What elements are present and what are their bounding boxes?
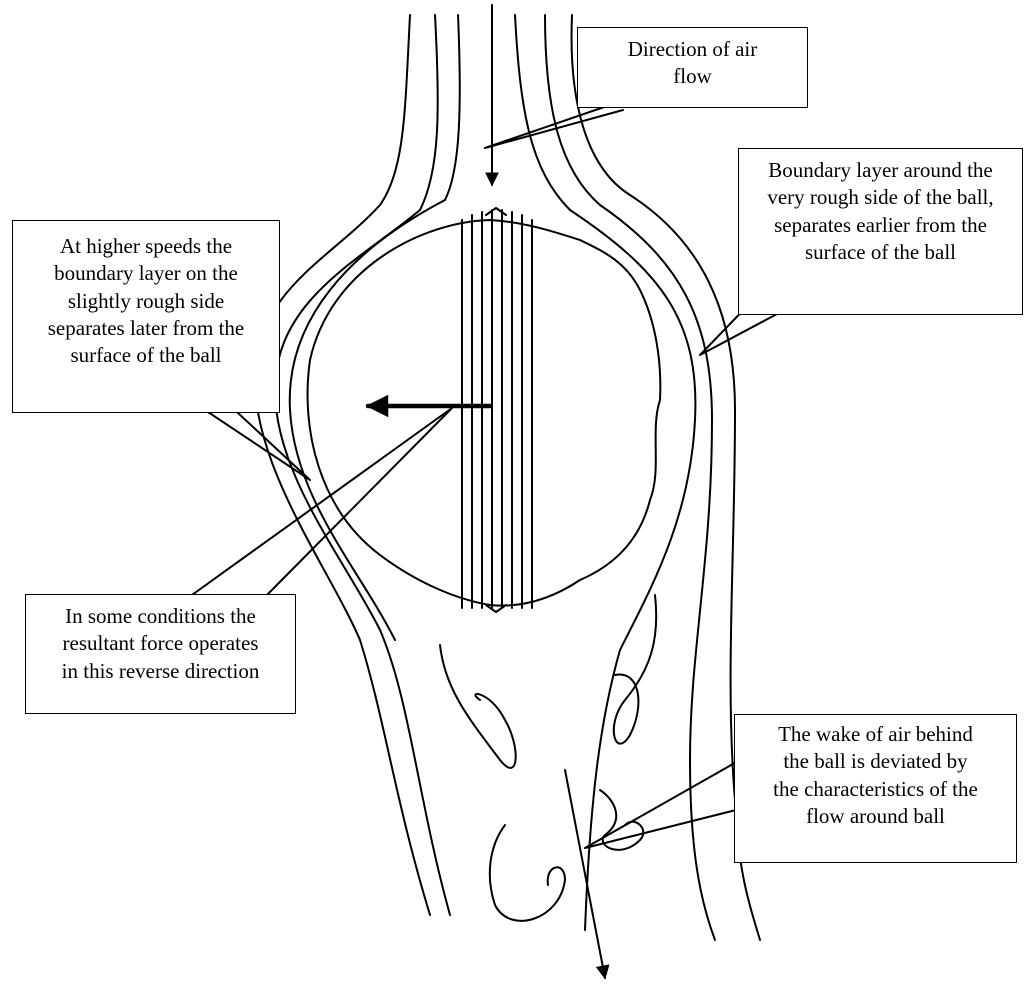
wake-eddy-3 — [490, 825, 565, 921]
callout-line: flow around ball — [741, 803, 1010, 830]
wake-callout-pointer — [585, 760, 740, 848]
wake-eddy-2 — [614, 595, 656, 744]
callout-line: Direction of air — [584, 36, 801, 63]
callout-line: slightly rough side — [19, 288, 273, 315]
callout-line: Boundary layer around the — [745, 157, 1016, 184]
wake-eddy-1 — [440, 645, 516, 768]
wake-eddy-4 — [600, 790, 643, 850]
air-callout-pointer — [485, 105, 623, 148]
callout-line: the characteristics of the — [741, 776, 1010, 803]
callout-line: separates earlier from the — [745, 212, 1016, 239]
ball-seam — [462, 208, 532, 612]
callout-line: very rough side of the ball, — [745, 184, 1016, 211]
wake-callout: The wake of air behind the ball is devia… — [734, 714, 1017, 863]
reverse-force-callout: In some conditions the resultant force o… — [25, 594, 296, 714]
callout-line: resultant force operates — [32, 630, 289, 657]
callout-line: The wake of air behind — [741, 721, 1010, 748]
callout-line: At higher speeds the — [19, 233, 273, 260]
rough-side-callout: Boundary layer around the very rough sid… — [738, 148, 1023, 315]
wake-arrow — [565, 770, 605, 978]
callout-line: the ball is deviated by — [741, 748, 1010, 775]
callout-line: flow — [584, 63, 801, 90]
force-callout-pointer — [185, 408, 452, 600]
callout-line: separates later from the — [19, 315, 273, 342]
callout-line: boundary layer on the — [19, 260, 273, 287]
callout-line: surface of the ball — [745, 239, 1016, 266]
air-flow-callout: Direction of air flow — [577, 27, 808, 108]
left-outer-streamline — [255, 15, 430, 915]
slight-side-callout: At higher speeds the boundary layer on t… — [12, 220, 280, 413]
callout-line: surface of the ball — [19, 342, 273, 369]
ball-outline — [308, 220, 661, 606]
callout-line: in this reverse direction — [32, 658, 289, 685]
callout-line: In some conditions the — [32, 603, 289, 630]
